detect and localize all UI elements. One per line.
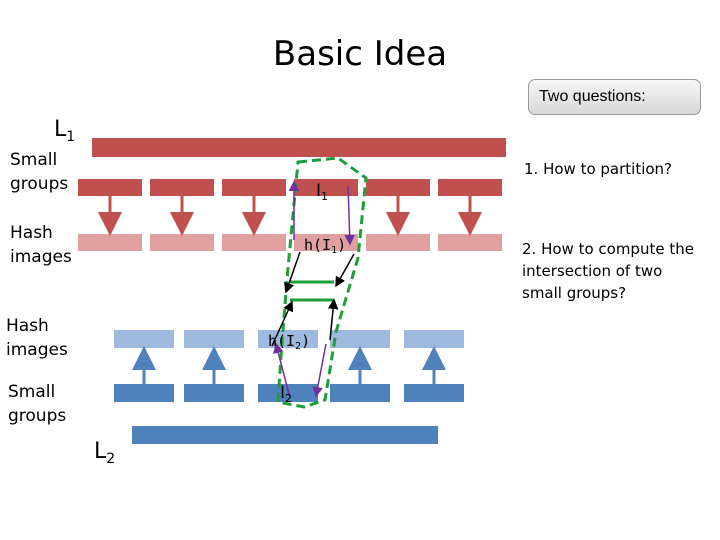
small-group-block	[222, 179, 286, 196]
label-l1: L1	[54, 117, 75, 145]
hash-image-block	[184, 330, 244, 348]
label-h-i2: h(I2)	[268, 332, 310, 352]
hash-image-block	[438, 234, 502, 251]
small-group-block	[114, 384, 174, 402]
group-arrows	[273, 180, 355, 399]
small-group-block	[294, 179, 358, 196]
hash-images-top	[78, 234, 502, 251]
mapping-arrows	[271, 251, 355, 347]
label-hash-images-top: Hash images	[10, 223, 72, 267]
hash-arrows-bottom	[132, 346, 446, 384]
arrow-i2-to-hi2	[273, 342, 291, 399]
small-group-block	[366, 179, 430, 196]
hash-image-block	[404, 330, 464, 348]
hash-image-block	[78, 234, 142, 251]
small-group-block	[150, 179, 214, 196]
arrow-i2-to-hi2	[312, 343, 327, 398]
hash-image-block	[366, 234, 430, 251]
question-1: 1. How to partition?	[524, 160, 673, 178]
hash-image-block	[294, 234, 358, 251]
label-l2: L2	[94, 439, 115, 467]
intersection-region	[276, 156, 368, 409]
hash-image-block	[222, 234, 286, 251]
label-h-i1: h(I1)	[304, 236, 346, 256]
small-groups-top	[78, 179, 502, 196]
hash-image-block	[114, 330, 174, 348]
small-group-block	[78, 179, 142, 196]
label-small-groups-bottom: Small groups	[8, 382, 67, 426]
small-group-block	[438, 179, 502, 196]
label-i2: I2	[280, 383, 292, 405]
small-group-block	[404, 384, 464, 402]
hash-arrows-top	[98, 196, 482, 236]
small-group-block	[184, 384, 244, 402]
l1-bar	[92, 138, 506, 157]
question-2: 2. How to compute the intersection of tw…	[522, 240, 694, 302]
label-i1: I1	[316, 181, 328, 203]
label-small-groups-top: Small groups	[10, 150, 69, 194]
arrow-to-intersection	[271, 300, 294, 347]
label-hash-images-bottom: Hash images	[6, 316, 68, 360]
hash-image-block	[330, 330, 390, 348]
page-title: Basic Idea	[272, 34, 448, 74]
l2-bar	[132, 426, 438, 444]
arrow-to-intersection	[284, 251, 301, 294]
arrow-to-intersection	[335, 253, 355, 288]
dashed-group-outline	[276, 156, 368, 409]
arrow-i1-to-hi1	[344, 185, 355, 246]
arrow-to-intersection	[327, 298, 339, 341]
small-group-block	[330, 384, 390, 402]
hash-image-block	[150, 234, 214, 251]
two-questions-button[interactable]: Two questions:	[528, 79, 701, 115]
